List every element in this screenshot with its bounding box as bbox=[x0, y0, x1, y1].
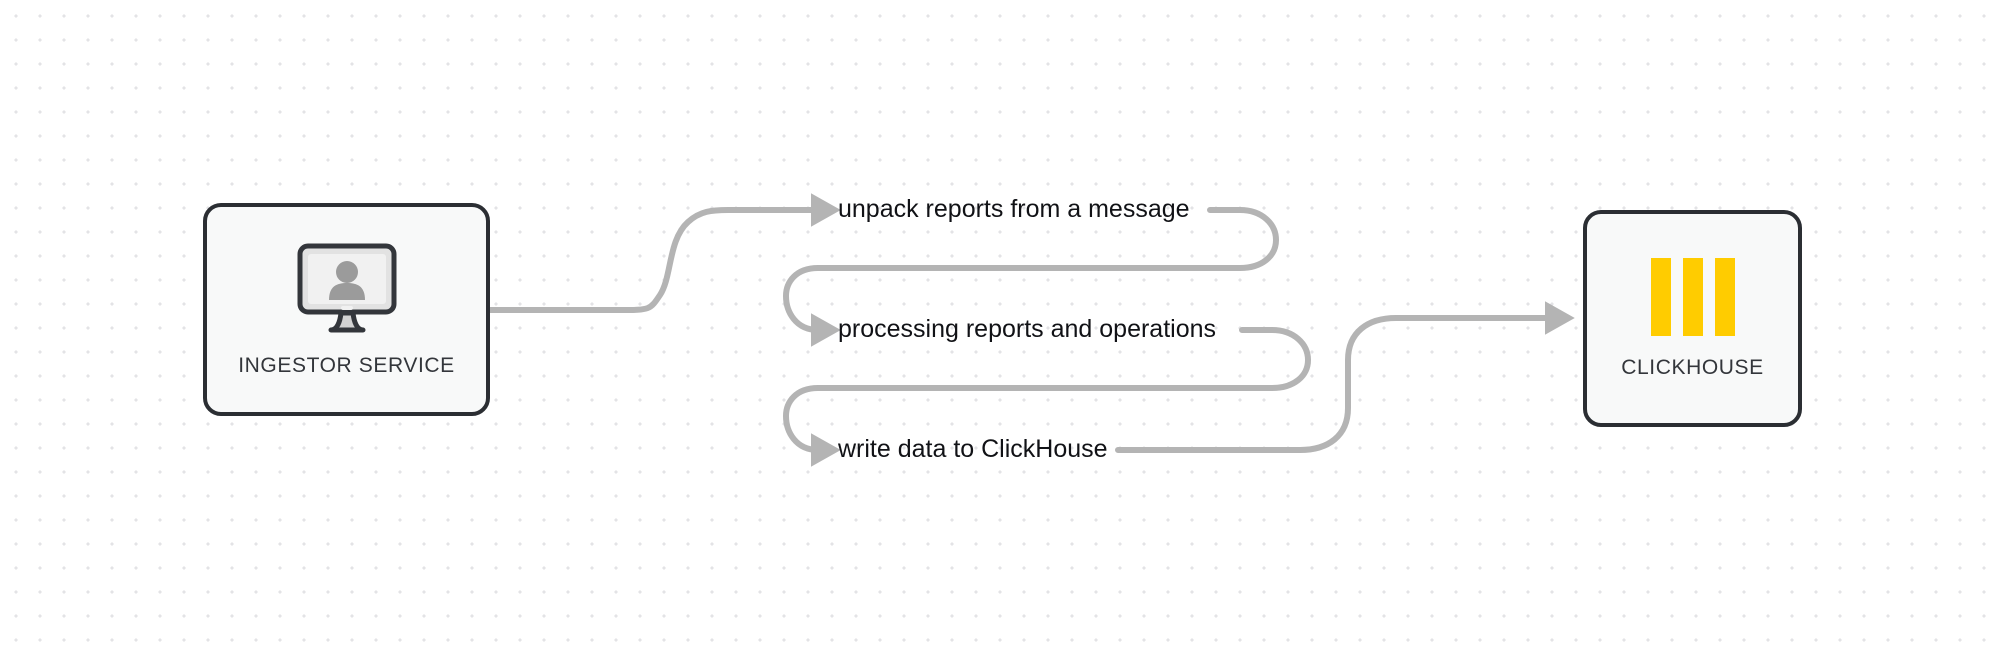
node-clickhouse[interactable]: CLICKHOUSE bbox=[1583, 210, 1802, 427]
edge-path-ingestor-to-row1 bbox=[487, 193, 841, 313]
edge-label-write-data: write data to ClickHouse bbox=[838, 435, 1108, 463]
edge-label-processing-reports: processing reports and operations bbox=[838, 315, 1217, 343]
node-label-ingestor-service: INGESTOR SERVICE bbox=[238, 353, 455, 377]
monitor-user-icon bbox=[293, 242, 401, 334]
node-label-clickhouse: CLICKHOUSE bbox=[1621, 355, 1764, 379]
edge-path-row2-loop bbox=[783, 327, 1311, 467]
node-ingestor-service[interactable]: INGESTOR SERVICE bbox=[203, 203, 490, 416]
edge-path-row1-loop bbox=[783, 207, 1279, 347]
edge-path-row3-to-clickhouse bbox=[1115, 301, 1575, 453]
clickhouse-bars-icon bbox=[1647, 257, 1739, 336]
edge-label-unpack-reports: unpack reports from a message bbox=[838, 195, 1190, 223]
